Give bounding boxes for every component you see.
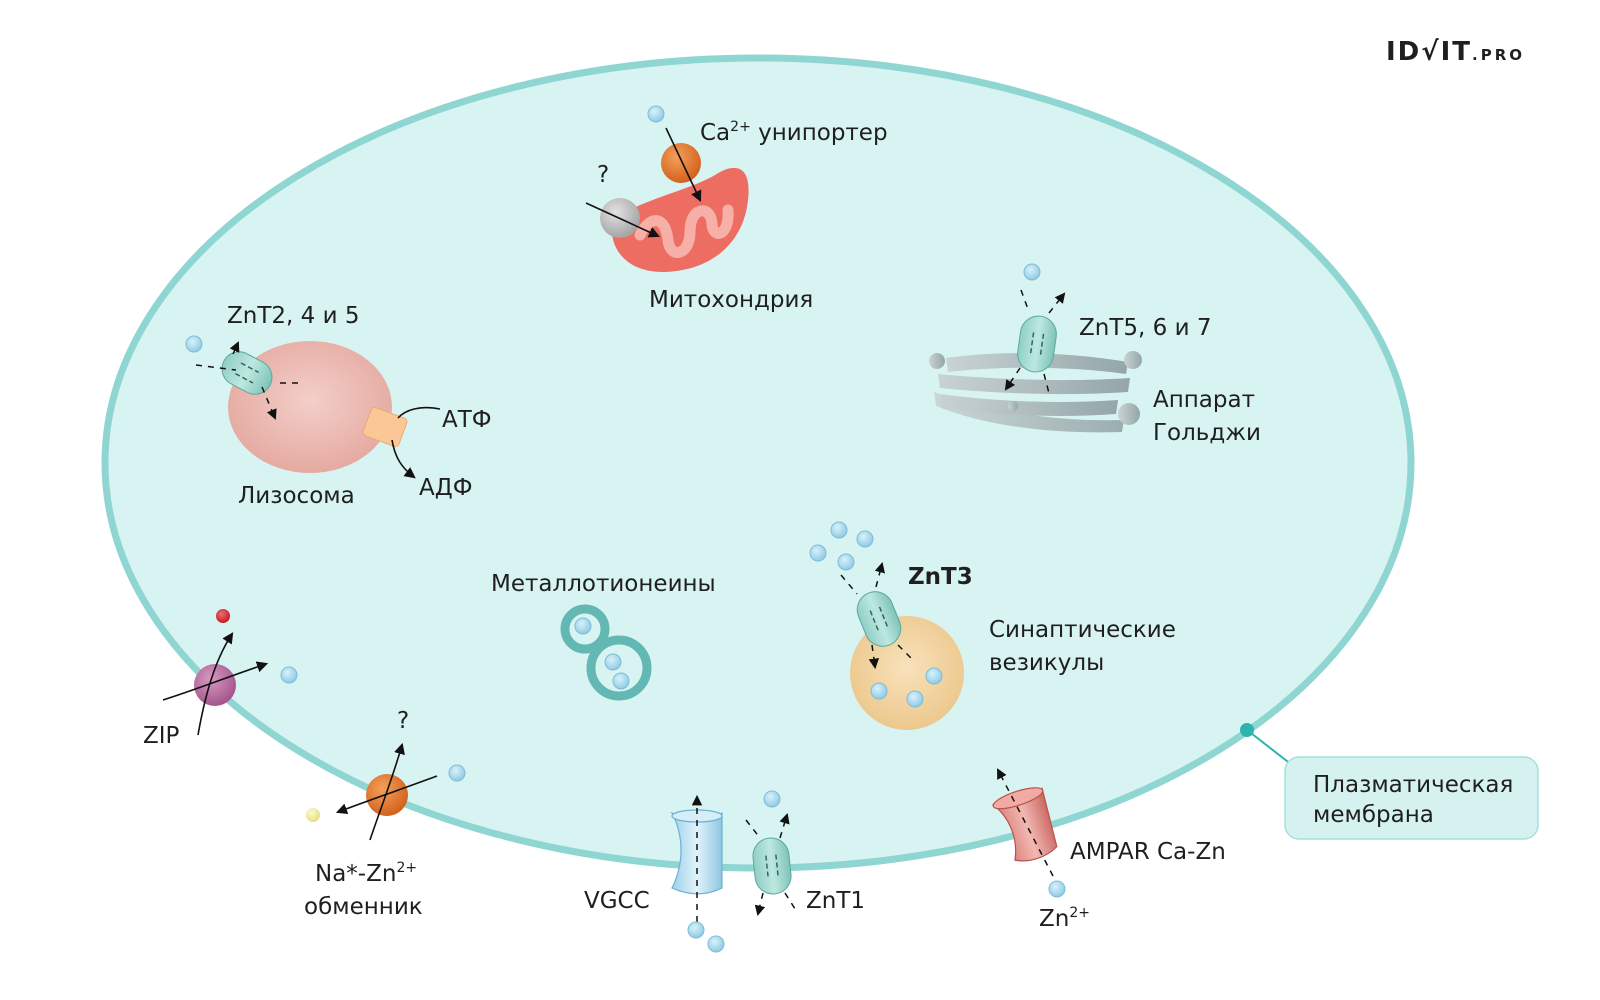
zinc-ion — [707, 935, 725, 953]
zinc-ion — [837, 553, 855, 571]
zinc-ion — [1048, 880, 1066, 898]
zinc-ion — [185, 335, 203, 353]
logo: ID√IT.PRO — [1386, 37, 1525, 67]
znt567-transporter — [1017, 315, 1057, 373]
zinc-ion — [448, 764, 466, 782]
svg-text:ID√IT.PRO: ID√IT.PRO — [1386, 37, 1525, 67]
znt245-label: ZnT2, 4 и 5 — [227, 303, 359, 329]
zn-ion-label: Zn2+ — [1039, 905, 1090, 932]
plasma-membrane-label-line2: мембрана — [1313, 802, 1434, 828]
ca-uniporter-protein — [661, 143, 701, 183]
vgcc-channel — [670, 794, 723, 922]
zinc-ion — [1023, 263, 1041, 281]
plasma-membrane-label-line1: Плазматическая — [1313, 772, 1513, 798]
atpase-pump — [362, 407, 408, 447]
plasma-membrane-callout: Плазматическая мембрана — [1240, 723, 1539, 840]
synaptic-label-line1: Синаптические — [989, 617, 1176, 643]
metallothioneins-label: Металлотионеины — [491, 571, 716, 597]
zinc-ion — [763, 790, 781, 808]
lysosome-label: Лизосома — [238, 483, 355, 509]
metal-ion-red — [216, 609, 230, 623]
zinc-ion — [830, 521, 848, 539]
zinc-ion — [647, 105, 665, 123]
na-zn-exchanger — [335, 742, 438, 841]
ca-uniporter-label: Ca2+ унипортер — [700, 119, 888, 146]
znt1-label: ZnT1 — [806, 888, 865, 914]
sodium-ion — [306, 808, 320, 822]
exchanger-label-line1: Na*-Zn2+ — [315, 860, 417, 887]
golgi-label-line1: Аппарат — [1153, 387, 1255, 413]
zip-label: ZIP — [143, 723, 180, 749]
adp-label: АДФ — [419, 475, 473, 501]
golgi-label-line2: Гольджи — [1153, 420, 1261, 446]
zinc-ion — [280, 666, 298, 684]
mitochondria-cristae — [634, 204, 734, 258]
znt1-transporter — [752, 837, 792, 895]
atp-label: АТФ — [442, 407, 492, 433]
zinc-ion — [687, 921, 705, 939]
znt3-transporter — [856, 591, 902, 647]
metallothioneins — [560, 604, 652, 701]
ampar-label: AMPAR Ca-Zn — [1070, 839, 1226, 865]
ampar-channel — [992, 787, 1058, 862]
vgcc-label: VGCC — [584, 888, 650, 914]
zip-transporter — [162, 632, 269, 736]
mito-question-label: ? — [597, 162, 609, 188]
znt245-transporter — [221, 351, 273, 395]
znt567-label: ZnT5, 6 и 7 — [1079, 315, 1211, 341]
znt3-label: ZnT3 — [908, 564, 973, 590]
exchanger-label-line2: обменник — [304, 894, 423, 920]
exchanger-question-label: ? — [397, 708, 409, 734]
zinc-ion — [809, 544, 827, 562]
synaptic-label-line2: везикулы — [989, 650, 1104, 676]
zinc-ion — [856, 530, 874, 548]
mitochondria-label: Митохондрия — [649, 287, 813, 313]
mitochondria — [585, 127, 749, 273]
